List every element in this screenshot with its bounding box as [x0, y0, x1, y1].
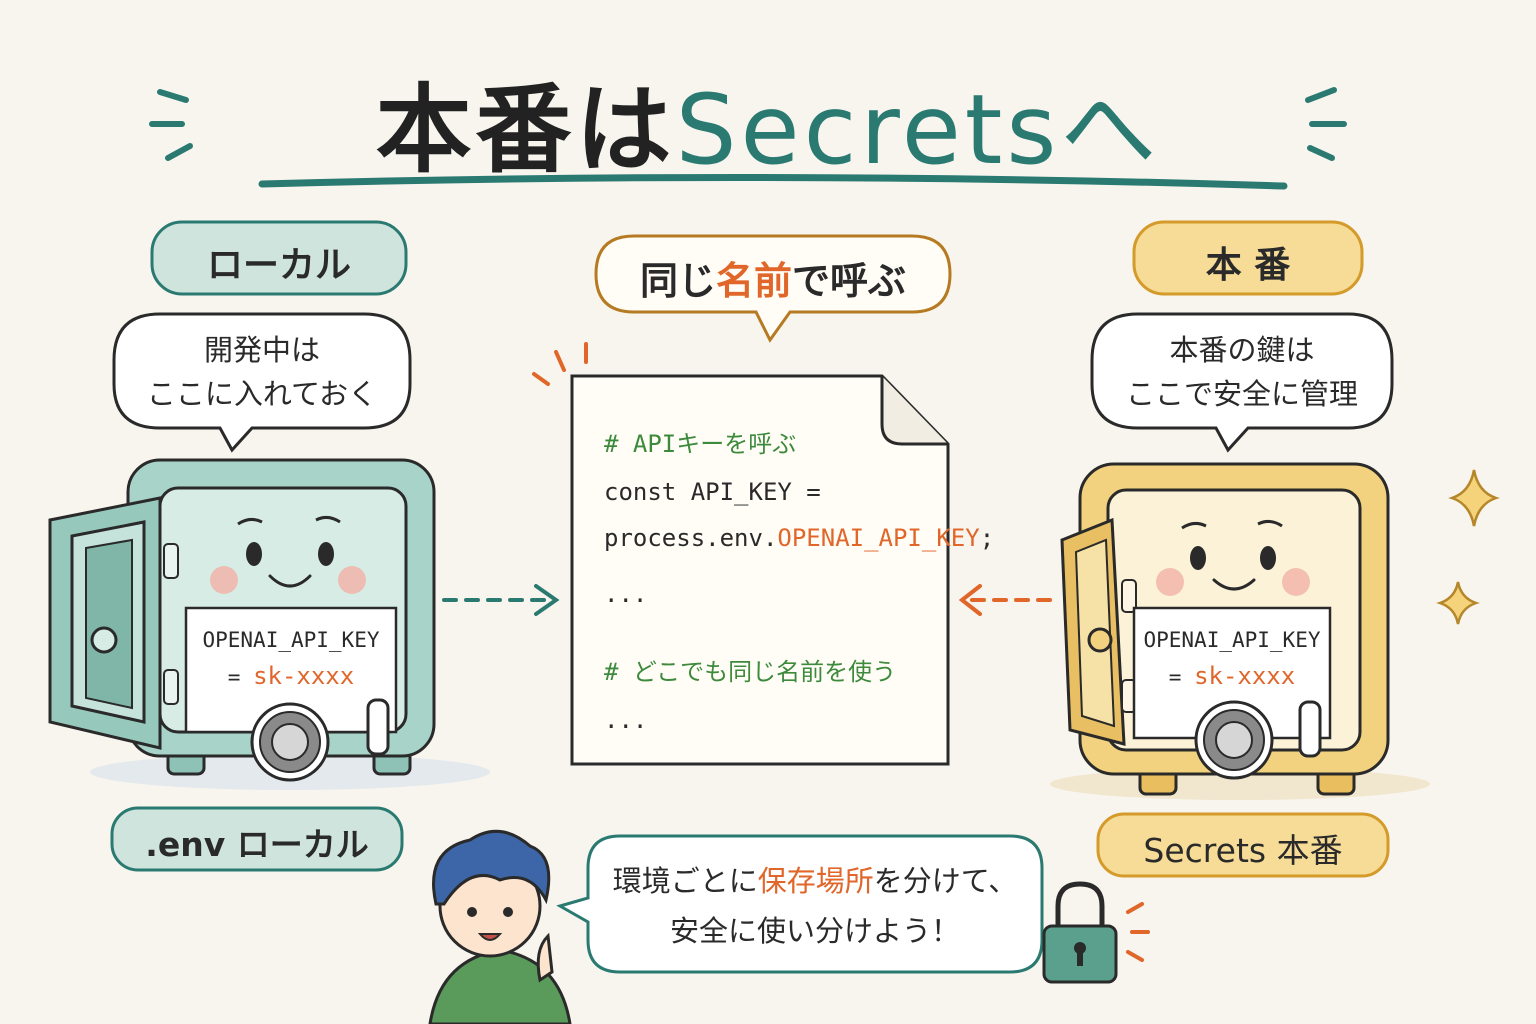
code-line-2a: process.env. [604, 524, 778, 552]
local-bubble-line1: 開発中は [203, 333, 320, 367]
local-bottom-pill-bg [110, 806, 404, 872]
title-dash-left-icon [149, 89, 193, 161]
prod-safe-icon [1050, 462, 1430, 800]
local-safe-icon [48, 458, 490, 790]
prod-card: OPENAI_API_KEY = sk-xxxx [1134, 622, 1330, 695]
sparkle-icon [1448, 469, 1500, 527]
local-pill: ローカル [206, 245, 351, 286]
prod-bubble-line2: ここで安全に管理 [1125, 377, 1358, 411]
local-card-key: OPENAI_API_KEY [202, 628, 380, 652]
local-card-value: sk-xxxx [253, 662, 355, 690]
message-line1a: 環境ごとに [612, 864, 758, 898]
prod-card-eq: = [1168, 665, 1195, 689]
local-card: OPENAI_API_KEY = sk-xxxx [186, 622, 396, 695]
center-bubble-part-c: で呼ぶ [792, 259, 907, 303]
code-ellipsis-2: ... [604, 706, 648, 734]
title-underline [258, 173, 1288, 190]
prod-pill: 本 番 [1205, 245, 1291, 286]
code-ellipsis-1: ... [604, 580, 648, 608]
lock-icon [1042, 881, 1118, 984]
sparkle-icon-small [1436, 581, 1480, 625]
prod-bottom-pill-bg [1096, 812, 1390, 878]
local-bubble-bg [112, 312, 412, 453]
prod-bubble-bg [1090, 312, 1394, 453]
code-sheet [570, 374, 950, 766]
center-bubble-bg [594, 234, 952, 343]
center-bubble: 同じ名前で呼ぶ [596, 250, 950, 305]
arrow-icon-left-to-center [442, 584, 560, 616]
message-line1c: を分けて、 [873, 864, 1018, 898]
local-pill-bg [150, 220, 408, 296]
arrow-icon-right-to-center [958, 584, 1052, 616]
prod-card-key: OPENAI_API_KEY [1143, 628, 1321, 652]
lock-spark-icon [1126, 902, 1150, 962]
local-bottom-pill: .env ローカル [145, 825, 369, 864]
message-highlight: 保存場所 [757, 864, 874, 898]
message-bubble-bg [556, 834, 1044, 974]
title-accent: Secretsへ [675, 74, 1161, 186]
page-title: 本番はSecretsへ [0, 52, 1536, 191]
code-line-2: process.env.OPENAI_API_KEY; [604, 524, 994, 552]
title-main: 本番は [375, 74, 676, 186]
message-line2: 安全に使い分けよう！ [669, 914, 960, 948]
title-dash-right-icon [1305, 87, 1347, 161]
local-card-eq: = [227, 665, 254, 689]
prod-pill-bg [1132, 220, 1364, 296]
code-comment-2: # どこでも同じ名前を使う [604, 658, 897, 686]
prod-card-value: sk-xxxx [1194, 662, 1296, 690]
local-bubble-line2: ここに入れておく [146, 377, 378, 411]
center-bubble-highlight: 名前 [715, 259, 792, 303]
character-avatar [428, 829, 572, 1024]
center-bubble-part-a: 同じ [639, 259, 716, 303]
prod-bottom-pill: Secrets 本番 [1143, 831, 1343, 870]
message-text: 環境ごとに保存場所を分けて、 安全に使い分けよう！ [588, 856, 1042, 956]
code-line-1: const API_KEY = [604, 478, 821, 506]
prod-bubble-text: 本番の鍵は ここで安全に管理 [1092, 328, 1392, 416]
code-line-2c: ; [979, 524, 995, 552]
prod-bubble-line1: 本番の鍵は [1169, 333, 1315, 367]
code-line-2-highlight: OPENAI_API_KEY [777, 524, 980, 552]
code-comment-1: # APIキーを呼ぶ [604, 430, 797, 458]
sheet-spark-icon [532, 342, 588, 386]
local-bubble-text: 開発中は ここに入れておく [114, 328, 410, 416]
